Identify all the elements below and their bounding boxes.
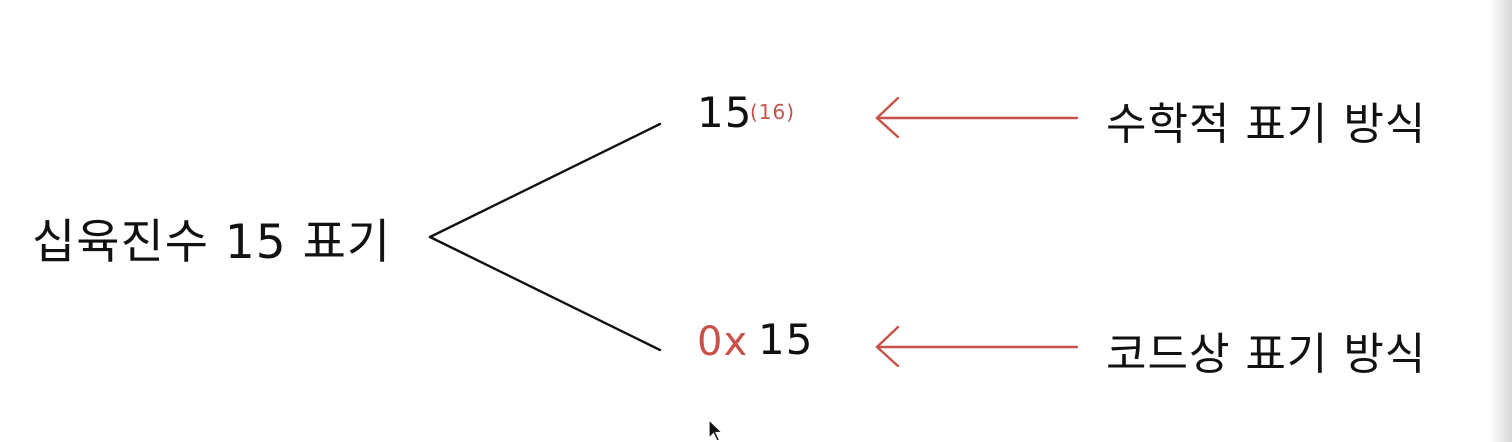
code-notation-label: 코드상 표기 방식 bbox=[1106, 329, 1427, 380]
arrow-top bbox=[875, 96, 1079, 139]
arrow-bottom bbox=[875, 325, 1079, 368]
branch-line-bottom bbox=[428, 235, 662, 352]
code-notation-value: 15 bbox=[758, 315, 814, 364]
math-notation-value: 15 bbox=[697, 88, 753, 137]
mouse-pointer-icon bbox=[708, 419, 724, 442]
arrow-bottom-head bbox=[875, 325, 900, 368]
code-notation-prefix: 0x bbox=[697, 319, 749, 365]
branch-line-top bbox=[428, 122, 662, 239]
arrow-top-head bbox=[875, 96, 900, 139]
root-label: 십육진수 15 표기 bbox=[32, 215, 392, 270]
math-notation-subscript: (16) bbox=[750, 100, 796, 124]
right-edge-shadow bbox=[1490, 0, 1512, 442]
math-notation-label: 수학적 표기 방식 bbox=[1106, 99, 1427, 150]
